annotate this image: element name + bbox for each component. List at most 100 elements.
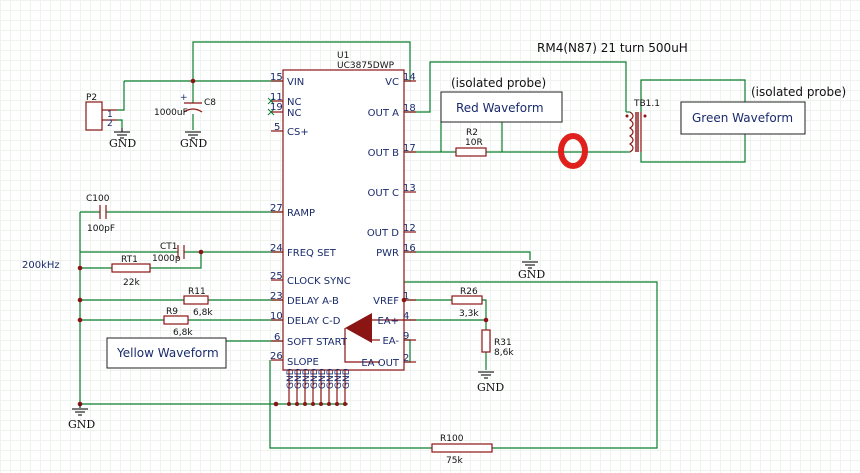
gnd-icon (185, 131, 201, 139)
pin-num-outb: 17 (403, 143, 416, 154)
r26-value: 3,3k (459, 309, 479, 319)
pin-num-eaminus: 9 (403, 331, 409, 342)
gnd-label: GND (68, 418, 95, 431)
pin-name-outd: OUT D (367, 228, 399, 239)
c8-value: 1000uF (154, 108, 188, 118)
r11-value: 6,8k (193, 308, 213, 318)
pin-num-slope: 26 (270, 351, 283, 362)
pin-name-vref: VREF (373, 296, 399, 307)
pin-name-slope: SLOPE (287, 357, 319, 368)
waveform-yellow-label: Yellow Waveform (116, 346, 219, 360)
gnd-label: GND (109, 137, 136, 150)
tb-ref: TB1.1 (633, 99, 660, 109)
pin-name-ramp: RAMP (287, 208, 315, 219)
pin-num-vref: 1 (403, 291, 409, 302)
gnd-pin-label: GND (294, 368, 304, 389)
pin-num-clocksync: 25 (270, 271, 283, 282)
gnd-pin-label: GND (310, 368, 320, 389)
resistor-r2: R2 10R (455, 128, 487, 157)
gnd-icon (72, 404, 88, 416)
ic-left-pins: 15 VIN 11 NC 19 NC 5 CS+ 27 RAMP 24 FREQ… (270, 72, 351, 368)
ic-right-pins: 14 VC 18 OUT A 17 OUT B 13 OUT C 12 OUT … (361, 72, 415, 369)
pin-num-outd: 12 (403, 223, 416, 234)
gnd-pin-label: GND (342, 368, 352, 389)
pin-num-cs: 5 (274, 122, 280, 133)
pin-num-eaplus: 4 (403, 311, 409, 322)
ground-symbols: GND GND GND GND GND (68, 128, 545, 431)
pin-name-pwr: PWR (376, 248, 399, 259)
pin-num-vc: 14 (403, 72, 416, 83)
r100-ref: R100 (440, 434, 464, 444)
gnd-pin-label: GND (286, 368, 296, 389)
r9-value: 6,8k (173, 328, 193, 338)
transformer-tb1: TB1.1 (625, 99, 660, 153)
r2-value: 10R (465, 138, 483, 148)
capacitor-c8: + C8 1000uF (154, 93, 216, 118)
gnd-label: GND (518, 268, 545, 281)
pin-name-eaout: EA OUT (361, 358, 400, 369)
resistor-r31: R31 8,6k (481, 329, 514, 358)
ct1-ref: CT1 (160, 242, 178, 252)
resistor-rt1: RT1 22k (111, 255, 151, 288)
pin-name-clocksync: CLOCK SYNC (287, 276, 351, 287)
r26-ref: R26 (460, 287, 478, 297)
pin-num-delaycd: 10 (270, 311, 283, 322)
pin-num-ramp: 27 (270, 203, 283, 214)
pin-name-outa: OUT A (368, 108, 399, 119)
gnd-pin-label: GND (326, 368, 336, 389)
pin-num-delayab: 23 (270, 291, 283, 302)
rt1-value: 22k (123, 278, 140, 288)
ct1-value: 1000p (152, 254, 181, 264)
current-probe-icon (558, 133, 588, 169)
gnd-icon (478, 371, 494, 379)
pin-num-outa: 18 (403, 103, 416, 114)
gnd-pin-label: GND (302, 368, 312, 389)
pin-num-eaout: 2 (403, 353, 409, 364)
gnd-icon (114, 128, 130, 139)
rt1-ref: RT1 (121, 255, 138, 265)
pin-num-freqset: 24 (270, 243, 283, 254)
pin-name-outc: OUT C (368, 188, 399, 199)
pin-name-freqset: FREQ SET (287, 248, 337, 259)
waveform-yellow-box: Yellow Waveform (106, 337, 227, 369)
p2-ref: P2 (86, 93, 97, 103)
resistor-r9: R9 6,8k (163, 307, 193, 338)
gnd-pin-label: GND (334, 368, 344, 389)
connector-p2: P2 1 2 (85, 93, 117, 131)
c8-plus: + (180, 93, 188, 103)
pin-name-softstart: SOFT START (287, 337, 348, 348)
resistor-r11: R11 6,8k (183, 287, 213, 318)
ic-ref: U1 (337, 51, 349, 61)
pin-name-delayab: DELAY A-B (287, 296, 339, 307)
resistor-r100: R100 75k (431, 434, 493, 466)
pin-name-nc2: NC (287, 108, 301, 119)
ic-u1: U1 UC3875DWP 15 VIN 11 NC 19 NC 5 CS+ 27… (267, 51, 416, 404)
gnd-pin-label: GND (318, 368, 328, 389)
pin-num-vin: 15 (270, 72, 283, 83)
junctions (77, 78, 489, 407)
frequency-note: 200kHz (22, 260, 60, 271)
gnd-label: GND (180, 137, 207, 150)
capacitor-c100: C100 100pF (86, 194, 115, 234)
pin-name-vin: VIN (287, 77, 304, 88)
c8-ref: C8 (204, 98, 216, 108)
r9-ref: R9 (166, 307, 178, 317)
pin-name-eaplus: EA+ (377, 316, 399, 327)
r100-value: 75k (446, 456, 463, 466)
p2-pin2: 2 (107, 119, 113, 129)
pin-num-pwr: 16 (403, 243, 416, 254)
probe-note-green: (isolated probe) (751, 85, 846, 99)
ic-gnd-pins: GND GND GND GND GND GND GND GND (286, 368, 352, 389)
c100-value: 100pF (87, 224, 115, 234)
gnd-icon (522, 261, 538, 269)
probe-note-red: (isolated probe) (451, 76, 546, 90)
pin-name-cs: CS+ (287, 127, 309, 138)
pin-num-nc1: 11 (270, 92, 283, 103)
c100-ref: C100 (86, 194, 110, 204)
pin-name-nc1: NC (287, 97, 301, 108)
pin-num-outc: 13 (403, 183, 416, 194)
pin-name-outb: OUT B (368, 148, 399, 159)
pin-num-softstart: 6 (274, 332, 280, 343)
